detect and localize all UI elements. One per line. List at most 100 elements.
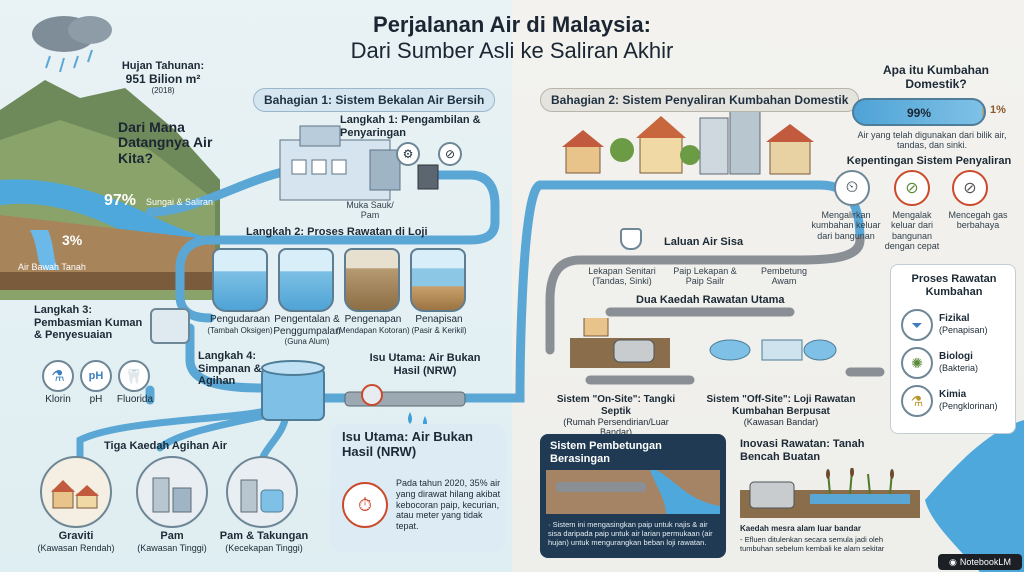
- tank-name: Pengenapan: [344, 314, 402, 325]
- pump-building-icon: [136, 456, 208, 528]
- rain-label: Hujan Tahunan:: [121, 60, 205, 72]
- wetland-illustration: [740, 468, 920, 518]
- tank-sub: (Guna Alum): [284, 337, 330, 346]
- solid-percent: 1%: [990, 104, 1006, 116]
- distrib-sub: (Kawasan Tinggi): [137, 542, 207, 553]
- leaking-meter-icon: ⏱: [342, 482, 388, 528]
- distrib-pump: Pam (Kawasan Tinggi): [126, 530, 218, 553]
- tank-label-aeration: Pengudaraan (Tambah Oksigen): [200, 314, 280, 335]
- rain-year: (2018): [151, 86, 175, 96]
- importance-title: Kepentingan Sistem Penyaliran: [846, 155, 1012, 167]
- aeration-tank: [212, 248, 268, 312]
- separate-sewer-panel: Sistem Pembetungan Berasingan · Sistem i…: [540, 434, 726, 558]
- nrw-text: Pada tahun 2020, 35% air yang dirawat hi…: [396, 478, 501, 532]
- offsite-name: Sistem "Off-Site": Loji Rawatan Kumbahan…: [706, 394, 856, 417]
- tank-name: Pengudaraan: [209, 314, 271, 325]
- brand-badge: ◉ NotebookLM: [938, 554, 1022, 570]
- route-3: Pembetung Awam: [760, 266, 808, 287]
- separate-text: · Sistem ini mengasingkan paip untuk naj…: [548, 520, 713, 547]
- bacteria-icon: ✺: [901, 347, 933, 379]
- onsite-name: Sistem "On-Site": Tangki Septik: [556, 394, 676, 417]
- distrib-name: Graviti: [58, 530, 94, 542]
- ground-deep: [0, 272, 215, 290]
- offsite-method: Sistem "Off-Site": Loji Rawatan Kumbahan…: [706, 394, 856, 427]
- groundwater-well: [30, 230, 60, 270]
- chlorine-flask-icon: ⚗: [42, 360, 74, 392]
- process-title: Proses Rawatan Kumbahan: [911, 273, 997, 298]
- timer-icon: ⏲: [834, 170, 870, 206]
- route-1: Lekapan Senitari (Tandas, Sinki): [588, 266, 656, 287]
- distrib-name: Pam: [160, 530, 184, 542]
- wetland-text: - Efluen ditulenkan secara semula jadi o…: [740, 535, 885, 553]
- process-name: Fizikal: [939, 313, 970, 324]
- pump-reservoir-icon: [226, 456, 298, 528]
- tank-label-sedimentation: Pengenapan (Mendapan Kotoran): [336, 314, 410, 335]
- tank-label-coagulation: Pengentalan & Penggumpalan (Guna Alum): [266, 314, 348, 346]
- nrw-title: Isu Utama: Air Bukan Hasil (NRW): [342, 429, 473, 459]
- part1-header: Bahagian 1: Sistem Bekalan Air Bersih: [253, 88, 496, 112]
- route-2: Paip Lekapan & Paip Sailr: [673, 266, 737, 287]
- no-germs-icon: ⊘: [894, 170, 930, 206]
- main-title: Perjalanan Air di Malaysia:: [373, 12, 651, 37]
- coagulation-tank: [278, 248, 334, 312]
- chem-label-chlorine: Klorin: [45, 394, 71, 405]
- storage-tank: [261, 360, 325, 421]
- step3-title: Langkah 3: Pembasmian Kuman & Penyesuaia…: [34, 304, 143, 342]
- river-percent: 97%: [104, 192, 137, 209]
- subtitle: Dari Sumber Asli ke Saliran Akhir: [350, 38, 674, 63]
- process-sub: (Bakteria): [939, 362, 979, 373]
- onsite-sub: (Rumah Persendirian/Luar Bandar): [563, 417, 669, 438]
- part2-header: Bahagian 2: Sistem Penyaliran Kumbahan D…: [540, 88, 860, 112]
- importance-3: Mencegah gas berbahaya: [948, 210, 1008, 231]
- gravity-houses-icon: [40, 456, 112, 528]
- ground-label: Air Bawah Tanah: [18, 262, 86, 272]
- ph-icon: pH: [80, 360, 112, 392]
- distrib-name: Pam & Takungan: [219, 530, 309, 542]
- distrib-gravity: Graviti (Kawasan Rendah): [30, 530, 122, 553]
- tank-sub: (Pasir & Kerikil): [411, 325, 467, 335]
- water-percent: 99%: [906, 106, 932, 120]
- distrib-sub: (Kecekapan Tinggi): [225, 542, 303, 553]
- houses: [562, 107, 814, 175]
- tank-sub: (Tambah Oksigen): [207, 325, 273, 335]
- nrw-pipe: [344, 384, 466, 428]
- sewage-composition-bar: 99%: [852, 98, 986, 126]
- tooth-icon: 🦷: [118, 360, 150, 392]
- route-title: Laluan Air Sisa: [664, 236, 744, 248]
- wetland-title: Inovasi Rawatan: Tanah Bencah Buatan: [740, 438, 865, 463]
- brand-label: NotebookLM: [959, 557, 1011, 567]
- distrib-sub: (Kawasan Rendah): [37, 542, 115, 553]
- sewage-pipes: [545, 235, 885, 385]
- distrib-pump-reservoir: Pam & Takungan (Kecekapan Tinggi): [214, 530, 314, 553]
- wetland-sub: Kaedah mesra alam luar bandar: [740, 524, 861, 533]
- what-title: Apa itu Kumbahan Domestik?: [882, 63, 989, 91]
- onsite-method: Sistem "On-Site": Tangki Septik (Rumah P…: [556, 394, 676, 438]
- toilet-icon: [620, 228, 642, 250]
- methods-title: Dua Kaedah Rawatan Utama: [636, 294, 785, 306]
- rain-drops: [45, 49, 93, 73]
- chem-label-ph: pH: [89, 394, 103, 405]
- separate-title: Sistem Pembetungan Berasingan: [550, 440, 662, 465]
- filtration-tank: [410, 248, 466, 312]
- ground-percent: 3%: [62, 232, 83, 248]
- process-panel: Proses Rawatan Kumbahan ⏷ ✺ ⚗ Fizikal (P…: [890, 264, 1016, 434]
- intake-building: [279, 125, 439, 201]
- nrw-top-title: Isu Utama: Air Bukan Hasil (NRW): [369, 352, 481, 377]
- offsite-sub: (Kawasan Bandar): [743, 417, 819, 427]
- sedimentation-tank: [344, 248, 400, 312]
- tank-label-filtration: Penapisan (Pasir & Kerikil): [404, 314, 474, 335]
- brand-logo-icon: ◉: [949, 556, 957, 567]
- tank-name: Pengentalan & Penggumpalan: [273, 314, 341, 337]
- process-name: Biologi: [939, 351, 973, 362]
- rain-value: 951 Bilion m²: [125, 71, 201, 86]
- no-gas-icon: ⊘: [952, 170, 988, 206]
- process-sub: (Pengklorinan): [939, 400, 998, 411]
- nrw-info-box: Isu Utama: Air Bukan Hasil (NRW) ⏱ Pada …: [330, 424, 506, 552]
- step1-title: Langkah 1: Pengambilan & Penyaringan: [340, 114, 481, 139]
- source-question: Dari Mana Datangnya Air Kita?: [118, 119, 213, 166]
- outflow-river: [925, 420, 1024, 572]
- tank-sub: (Mendapan Kotoran): [336, 325, 410, 335]
- treatment-plant-illustration: [709, 339, 837, 361]
- process-physical: Fizikal (Penapisan): [939, 313, 1009, 335]
- step2-title: Langkah 2: Proses Rawatan di Loji: [246, 226, 428, 238]
